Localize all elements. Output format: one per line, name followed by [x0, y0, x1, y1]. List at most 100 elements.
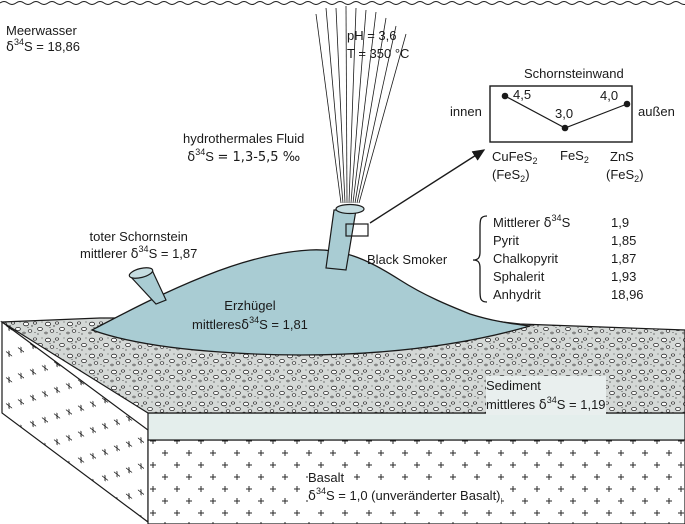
mineral-cufes-text: CuFeS: [492, 149, 533, 164]
dead-chimney-label: toter Schornstein mittlerer δ34S = 1,87: [80, 228, 197, 263]
dead-chimney-value: = 1,87: [160, 246, 198, 261]
mineral-name: Sphalerit: [493, 269, 545, 284]
black-smoker-row: Pyrit 1,85: [493, 232, 663, 250]
temperature-value: T = 350 °C: [347, 46, 410, 61]
dead-chimney-prefix: mittlerer: [80, 246, 127, 261]
sediment-front-band: [147, 412, 685, 441]
mound-title: Erzhügel: [224, 298, 276, 313]
delta-symbol: δ: [308, 489, 316, 504]
isotope-mass: 34: [546, 395, 557, 405]
mineral-zns: ZnS (FeS2): [606, 148, 644, 184]
mineral-cufes2: CuFeS2 (FeS2): [492, 148, 537, 184]
mound-label: Erzhügel mittleresδ34S = 1,81: [192, 296, 308, 335]
delta-symbol: δ: [538, 398, 547, 413]
fluid-label: hydrothermales Fluid δ34S = 1,3-5,5 ‰: [183, 130, 304, 167]
basalt-front-face: [147, 439, 685, 524]
delta-symbol: δ: [187, 150, 196, 165]
mineral-value: 18,96: [611, 287, 644, 302]
black-smoker-row: Chalkopyrit 1,87: [493, 250, 663, 268]
chimney-wall-value-2: 3,0: [555, 106, 574, 121]
chimney-wall-point-3: [623, 100, 631, 108]
isotope-mass: 34: [13, 37, 24, 47]
ore-mound: [90, 249, 531, 356]
chimney-wall-title: Schornsteinwand: [524, 66, 624, 81]
sulfur-symbol: S: [561, 215, 571, 230]
mineral-name: Anhydrit: [493, 287, 541, 302]
chimney-wall-point-2: [561, 124, 569, 132]
ph-value: pH = 3,6: [347, 28, 397, 43]
delta-symbol: δ: [543, 216, 552, 231]
chimney-wall-inner: innen: [450, 104, 482, 119]
detail-arrow: [369, 149, 486, 224]
isotope-mass: 34: [315, 486, 326, 496]
sediment-prefix: mittleres: [486, 397, 536, 412]
mineral-zns-text: ZnS: [610, 149, 634, 164]
mineral-value: 1,85: [611, 233, 637, 248]
fluid-d34s: δ34S = 1,3-5,5 ‰: [183, 148, 304, 167]
fluid-value: = 1,3-5,5 ‰: [217, 150, 301, 165]
black-smoker-row: Anhydrit 18,96: [493, 286, 663, 304]
dead-chimney-title: toter Schornstein: [89, 229, 188, 244]
chimney-wall-value-3: 4,0: [600, 88, 619, 103]
mineral-fes-text: (FeS: [606, 167, 635, 182]
isotope-mass: 34: [551, 213, 562, 223]
fluid-plume: [315, 5, 407, 204]
subscript-two: 2: [520, 174, 526, 184]
sea-surface-line: [0, 1, 685, 5]
subscript-two: 2: [532, 156, 538, 166]
smoker-chimney-opening: [335, 203, 365, 215]
mineral-value: 1,87: [611, 251, 637, 266]
sulfur-symbol: S: [325, 488, 335, 503]
subscript-two: 2: [583, 155, 589, 165]
chimney-wall-outer: außen: [638, 104, 675, 119]
black-smoker-title: Black Smoker: [367, 252, 448, 267]
sediment-label: Sediment mittleres δ34S = 1,19: [486, 376, 606, 415]
dead-chimney-d34s: mittlerer δ34S = 1,87: [80, 245, 197, 263]
isotope-mass: 34: [249, 315, 260, 325]
fluid-conditions-label: pH = 3,6 T = 350 °C: [347, 27, 409, 63]
sulfur-symbol: S: [556, 397, 566, 412]
mineral-fes2-text: FeS: [560, 148, 584, 163]
sediment-title: Sediment: [486, 378, 541, 393]
mineral-value: 1,9: [611, 215, 630, 230]
dead-chimney-opening: [128, 267, 154, 279]
sulfur-symbol: S: [205, 149, 214, 164]
close-paren: ): [639, 167, 644, 182]
mound-value: = 1,81: [271, 317, 308, 332]
mineral-name: Pyrit: [493, 233, 519, 248]
black-smoker-brace: [472, 215, 488, 303]
mineral-name: Chalkopyrit: [493, 251, 559, 266]
seawater-title: Meerwasser: [6, 23, 77, 38]
sulfur-symbol: S: [23, 39, 33, 54]
isotope-mass: 34: [138, 244, 149, 254]
mineral-d34s: δ34S: [540, 213, 571, 232]
subscript-two: 2: [634, 174, 640, 184]
sediment-value: = 1,19: [569, 397, 606, 412]
black-smoker-row: Sphalerit 1,93: [493, 268, 663, 286]
mineral-name: Mittlerer: [493, 215, 540, 230]
mound-prefix: mittleres: [192, 317, 242, 332]
basalt-label: Basalt: [308, 468, 345, 487]
sulfur-symbol: S: [148, 246, 158, 261]
delta-symbol: δ: [6, 40, 14, 55]
black-smoker-row: Mittlerer δ34S 1,9: [493, 214, 663, 232]
seawater-value: = 18,86: [36, 39, 81, 54]
sulfur-symbol: S: [259, 317, 268, 332]
basalt-title: Basalt: [308, 470, 345, 485]
mineral-value: 1,93: [611, 269, 637, 284]
mound-d34s: mittleresδ34S = 1,81: [192, 315, 308, 335]
delta-symbol: δ: [241, 318, 250, 333]
seawater-d34s: δ34S = 18,86: [6, 37, 81, 56]
chimney-wall-point-1: [501, 92, 509, 100]
isotope-mass: 34: [195, 147, 206, 157]
delta-symbol: δ: [130, 247, 139, 262]
sediment-d34s: mittleres δ34S = 1,19: [486, 395, 606, 415]
mineral-fes-text: (FeS: [492, 167, 521, 182]
basalt-d34s: δ34S = 1,0 (unveränderter Basalt): [308, 486, 501, 506]
chimney-wall-value-1: 4,5: [513, 87, 532, 102]
fluid-title: hydrothermales Fluid: [183, 131, 305, 146]
seawater-label: Meerwasser δ34S = 18,86: [6, 23, 80, 56]
